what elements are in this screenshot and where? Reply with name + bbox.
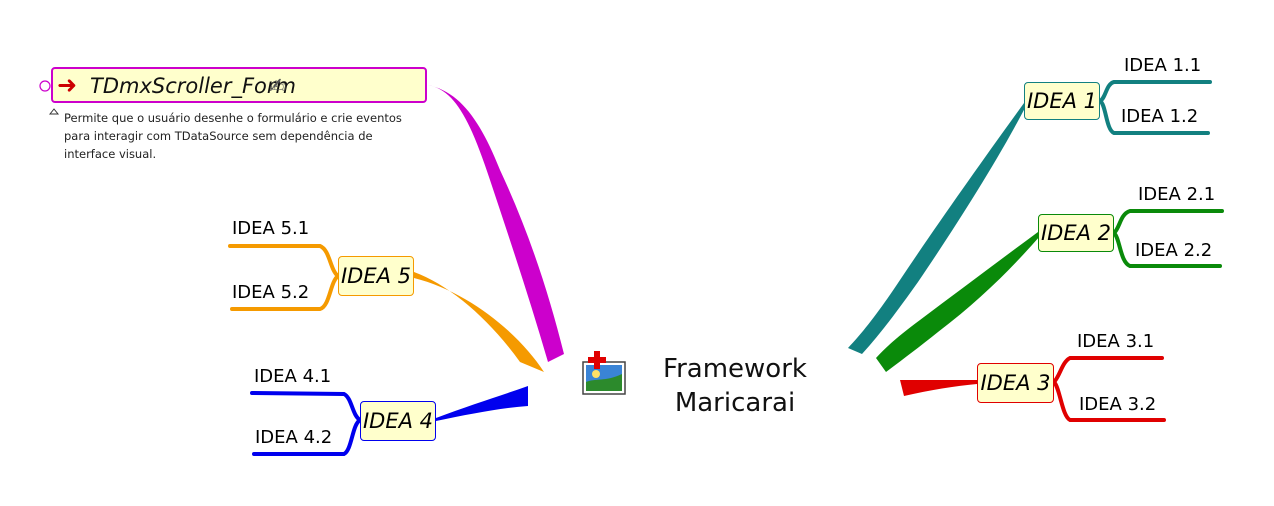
idea-5-2-label[interactable]: IDEA 5.2 <box>232 282 310 303</box>
collapse-circle-icon[interactable] <box>39 80 51 92</box>
idea-3-1-label[interactable]: IDEA 3.1 <box>1077 331 1155 352</box>
branch-tdmx <box>428 85 564 362</box>
idea-5-node[interactable]: IDEA 5 <box>338 256 414 296</box>
picture-add-icon[interactable] <box>581 350 627 396</box>
arrow-right-icon: ➜ <box>57 71 78 99</box>
idea-1-node[interactable]: IDEA 1 <box>1024 82 1100 120</box>
idea-2-node[interactable]: IDEA 2 <box>1038 214 1114 252</box>
idea-1-2-label[interactable]: IDEA 1.2 <box>1121 106 1199 127</box>
idea-3-2-label[interactable]: IDEA 3.2 <box>1079 394 1157 415</box>
idea-2-2-label[interactable]: IDEA 2.2 <box>1135 240 1213 261</box>
idea-4-2-label[interactable]: IDEA 4.2 <box>255 427 333 448</box>
idea-3-node[interactable]: IDEA 3 <box>977 363 1054 403</box>
tdmx-scroller-node[interactable]: ➜ TDmxScroller_Form ✍ <box>51 67 427 103</box>
branch-idea-1 <box>848 103 1026 354</box>
tdmx-scroller-note: Permite que o usuário desenhe o formulár… <box>64 111 402 161</box>
central-topic[interactable]: Framework Maricarai <box>640 352 830 420</box>
idea-5-1-label[interactable]: IDEA 5.1 <box>232 218 310 239</box>
branch-idea-2 <box>876 232 1040 372</box>
idea-4-1-label[interactable]: IDEA 4.1 <box>254 366 332 387</box>
branch-idea-4 <box>436 386 528 421</box>
note-triangle-icon[interactable] <box>48 108 60 115</box>
tdmx-scroller-title: TDmxScroller_Form <box>90 74 296 98</box>
branch-idea-5 <box>414 272 544 372</box>
pencil-check-icon: ✍ <box>269 74 287 98</box>
idea-2-1-label[interactable]: IDEA 2.1 <box>1138 184 1216 205</box>
central-topic-line2: Maricarai <box>674 388 796 418</box>
central-topic-line1: Framework <box>663 354 807 384</box>
idea-4-node[interactable]: IDEA 4 <box>360 401 436 441</box>
idea-1-1-label[interactable]: IDEA 1.1 <box>1124 55 1202 76</box>
branch-idea-3 <box>900 380 977 396</box>
